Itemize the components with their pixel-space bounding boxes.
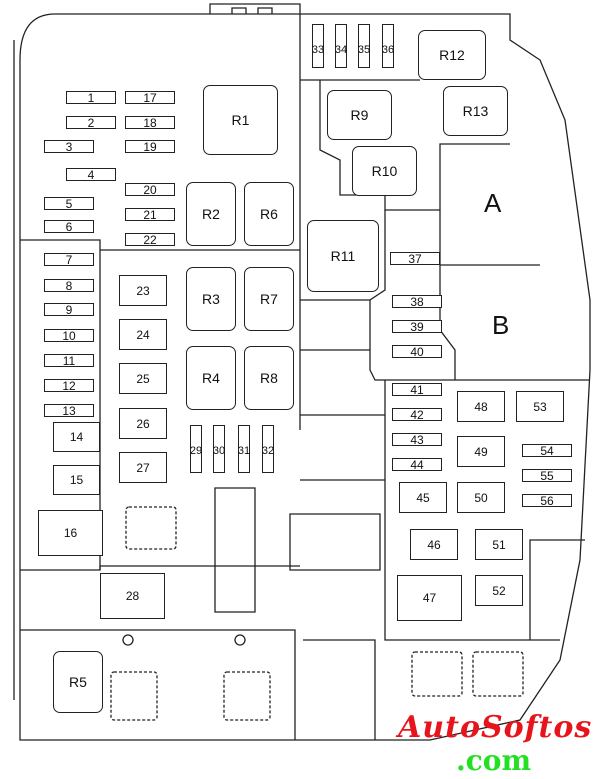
fuse-46: 46	[410, 529, 458, 560]
relay-r4: R4	[186, 346, 236, 410]
fuse-51: 51	[475, 529, 523, 560]
relay-r8: R8	[244, 346, 294, 410]
fuse-27: 27	[119, 452, 167, 483]
fuse-23: 23	[119, 275, 167, 306]
fuse-9: 9	[44, 303, 94, 316]
fuse-4: 4	[66, 168, 116, 181]
fuse-2: 2	[66, 116, 116, 129]
relay-r2: R2	[186, 182, 236, 246]
relay-r3: R3	[186, 267, 236, 331]
fuse-40: 40	[392, 345, 442, 358]
fuse-32: 32	[262, 425, 274, 473]
fuse-38: 38	[392, 295, 442, 308]
fuse-29: 29	[190, 425, 202, 473]
fuse-24: 24	[119, 319, 167, 350]
watermark-domain: .com	[456, 744, 532, 777]
fuse-11: 11	[44, 354, 94, 367]
block-a-label: A	[484, 188, 502, 218]
fuse-37: 37	[390, 252, 440, 265]
fuse-1: 1	[66, 91, 116, 104]
relay-r11: R11	[307, 220, 379, 292]
fuse-55: 55	[522, 469, 572, 482]
fuse-43: 43	[392, 433, 442, 446]
fuse-21: 21	[125, 208, 175, 221]
fuse-19: 19	[125, 140, 175, 153]
fuse-7: 7	[44, 253, 94, 266]
relay-r7: R7	[244, 267, 294, 331]
fuse-18: 18	[125, 116, 175, 129]
fuse-44: 44	[392, 458, 442, 471]
fuse-53: 53	[516, 391, 564, 422]
relay-r10: R10	[352, 146, 417, 196]
fuse-30: 30	[213, 425, 225, 473]
fuse-25: 25	[119, 363, 167, 394]
fuse-34: 34	[335, 24, 347, 68]
fuse-17: 17	[125, 91, 175, 104]
fuse-52: 52	[475, 575, 523, 606]
relay-r9: R9	[327, 90, 392, 140]
fuse-6: 6	[44, 220, 94, 233]
fuse-16: 16	[38, 510, 103, 556]
fuse-54: 54	[522, 444, 572, 457]
fuse-14: 14	[53, 422, 100, 452]
fuse-5: 5	[44, 197, 94, 210]
relay-r13: R13	[443, 86, 508, 136]
fuse-50: 50	[457, 482, 505, 513]
fuse-3: 3	[44, 140, 94, 153]
fuse-13: 13	[44, 404, 94, 417]
fuse-15: 15	[53, 465, 100, 495]
fuse-26: 26	[119, 408, 167, 439]
relay-r12: R12	[418, 30, 486, 80]
fuse-47: 47	[397, 575, 462, 621]
fuse-56: 56	[522, 494, 572, 507]
watermark-brand: AutoSoftos	[398, 710, 593, 745]
fuse-12: 12	[44, 379, 94, 392]
fuse-48: 48	[457, 391, 505, 422]
fuse-42: 42	[392, 408, 442, 421]
fuse-10: 10	[44, 329, 94, 342]
fuse-31: 31	[238, 425, 250, 473]
fuse-33: 33	[312, 24, 324, 68]
fuse-20: 20	[125, 183, 175, 196]
relay-r5: R5	[53, 651, 103, 713]
fuse-35: 35	[358, 24, 370, 68]
relay-r6: R6	[244, 182, 294, 246]
relay-r1: R1	[203, 85, 278, 155]
fuse-28: 28	[100, 573, 165, 619]
fuse-39: 39	[392, 320, 442, 333]
fuse-8: 8	[44, 279, 94, 292]
block-b-label: B	[492, 310, 510, 340]
fuse-22: 22	[125, 233, 175, 246]
fuse-36: 36	[382, 24, 394, 68]
fuse-49: 49	[457, 436, 505, 467]
fuse-45: 45	[399, 482, 447, 513]
fuse-41: 41	[392, 383, 442, 396]
